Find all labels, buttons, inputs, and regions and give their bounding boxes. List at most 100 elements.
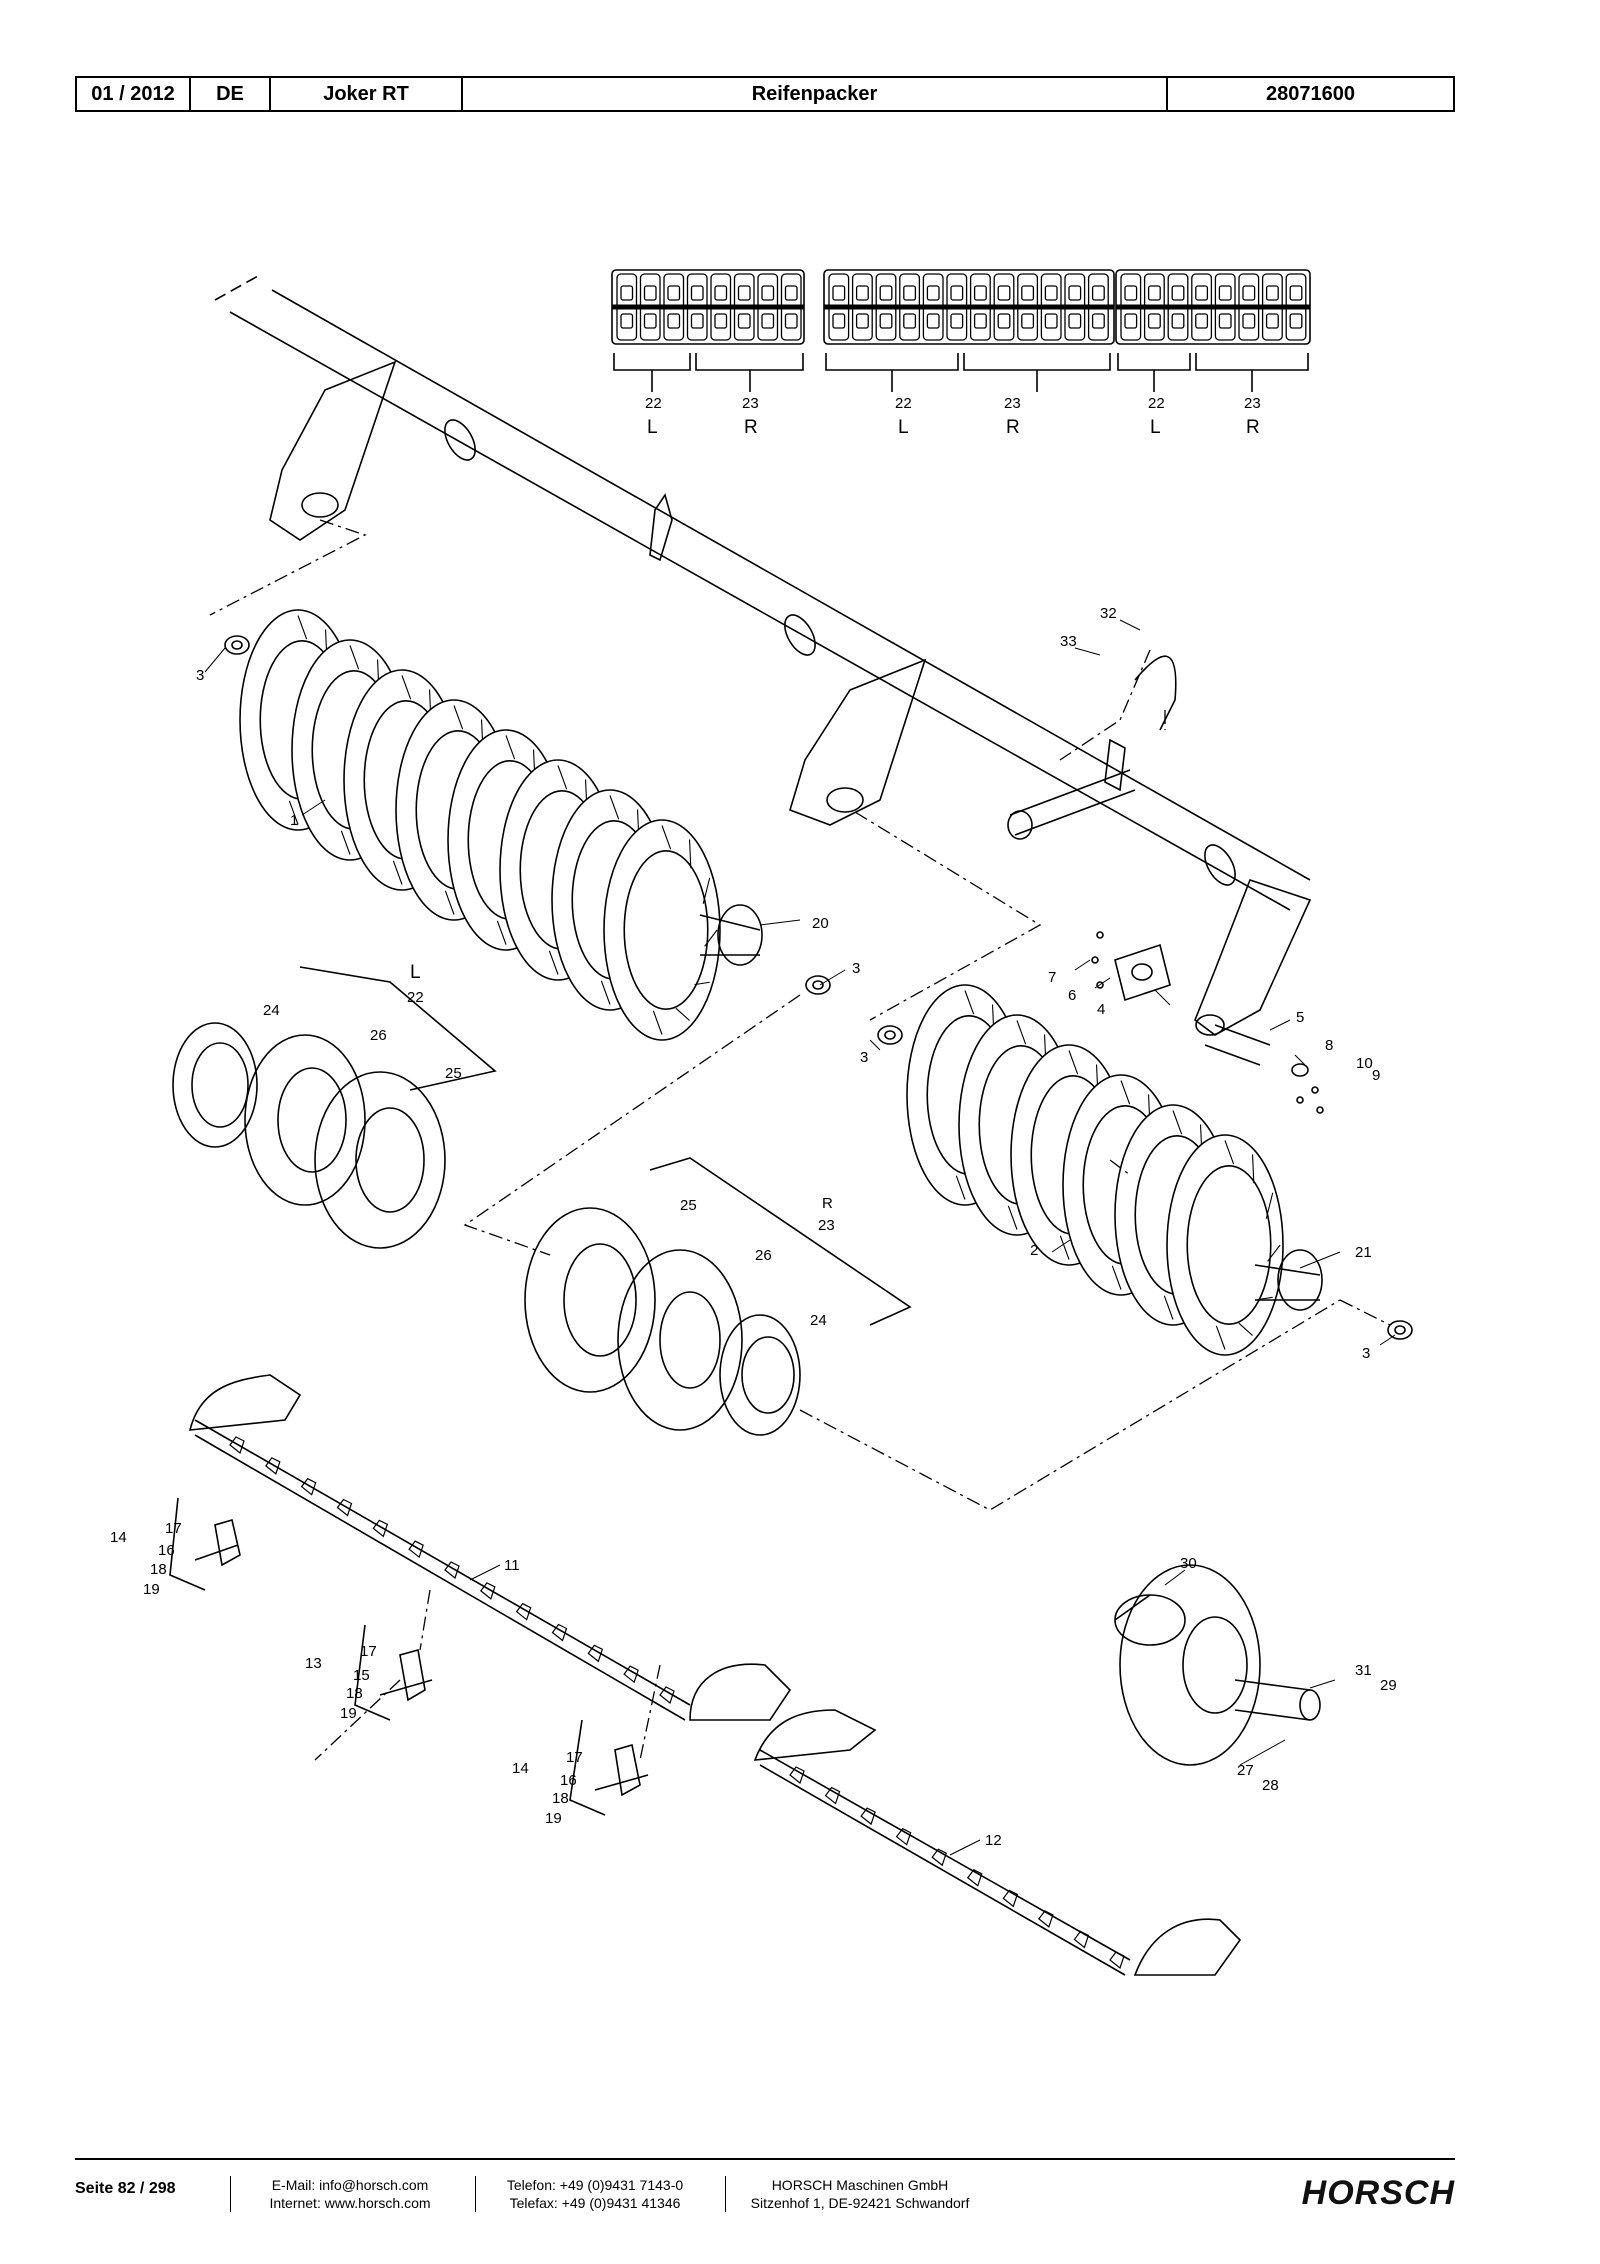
tire-tread: [1163, 1295, 1174, 1320]
footer-divider: [725, 2176, 726, 2212]
tire-tread: [1252, 1154, 1255, 1184]
overview-tire-rim: [620, 313, 634, 329]
callout-7: 7: [1048, 969, 1056, 986]
overview-tire-rim: [855, 285, 869, 301]
page-number: Seite 82 / 298: [75, 2180, 176, 2197]
callout-19: 19: [340, 1705, 357, 1722]
scraper-tine: [480, 1582, 496, 1600]
callout-1: 1: [290, 812, 298, 829]
overview-tire-rim: [973, 313, 987, 329]
scraper-tine: [229, 1436, 245, 1455]
main-frame-beam: [214, 275, 1312, 1036]
scraper-tine: [931, 1848, 947, 1867]
overview-tire-rim: [926, 285, 940, 301]
footer: Seite 82 / 298 E-Mail: info@horsch.com I…: [75, 2172, 1455, 2232]
tire-tread: [1265, 1192, 1274, 1219]
tire-pack-1: [239, 609, 721, 1041]
overview-tire-rim: [1068, 285, 1082, 301]
overview-tire: [1064, 273, 1086, 341]
overview-tire-rim: [1021, 285, 1035, 301]
overview-tire: [899, 273, 921, 341]
scraper-tine: [444, 1561, 460, 1580]
tire-tread: [675, 1007, 690, 1021]
overview-tire-rim: [620, 285, 634, 301]
tire-tread: [392, 860, 403, 885]
overview-tire: [1167, 273, 1189, 341]
callout-29: 29: [1380, 1677, 1397, 1694]
tire-tread: [401, 675, 412, 700]
overview-tire-rim: [832, 285, 846, 301]
tire-tread: [1172, 1110, 1183, 1135]
overview-tire-rim: [1265, 285, 1279, 301]
callout-17: 17: [566, 1749, 583, 1766]
tire-tread: [1224, 1140, 1235, 1165]
scraper-tine: [1038, 1910, 1054, 1928]
overview-tire: [616, 273, 638, 341]
tire-tread: [548, 950, 559, 975]
scraper-tine: [966, 1869, 983, 1887]
overview-label-L: L: [647, 417, 658, 438]
scraper-tine: [587, 1644, 604, 1663]
overview-label-23: 23: [1004, 395, 1021, 412]
overview-tire-rim: [1068, 313, 1082, 329]
callout-leaders: [204, 619, 1396, 1856]
tire-tread: [1111, 1265, 1122, 1290]
callout-18: 18: [552, 1790, 569, 1807]
scraper-tine: [551, 1623, 568, 1642]
header-title: Reifenpacker: [463, 78, 1168, 110]
overview-tire-rim: [1242, 285, 1256, 301]
overview-tire-rim: [1195, 285, 1209, 301]
callout-18: 18: [346, 1685, 363, 1702]
callout-3: 3: [1362, 1345, 1370, 1362]
callout-3: 3: [860, 1049, 868, 1066]
callout-18: 18: [150, 1561, 167, 1578]
overview-tire: [1214, 273, 1236, 341]
overview-tire: [993, 273, 1015, 341]
overview-label-R: R: [744, 417, 758, 438]
overview-tire: [639, 273, 661, 341]
callout-24: 24: [263, 1002, 280, 1019]
callout-24: 24: [810, 1312, 827, 1329]
tire-tread: [964, 990, 975, 1015]
callout-27: 27: [1237, 1762, 1254, 1779]
tire-tread: [496, 920, 507, 945]
callout-23-side: R: [822, 1195, 833, 1212]
callout-32: 32: [1100, 605, 1117, 622]
overview-tire-rim: [667, 313, 681, 329]
scraper-tine: [515, 1602, 532, 1621]
overview-tire-rim: [997, 313, 1011, 329]
overview-tire-rim: [879, 313, 893, 329]
overview-label-22: 22: [1148, 395, 1165, 412]
overview-label-22: 22: [645, 395, 662, 412]
overview-tire: [663, 273, 685, 341]
overview-label-23: 23: [1244, 395, 1261, 412]
callout-22: 22: [407, 989, 424, 1006]
overview-tire-rim: [784, 285, 798, 301]
overview-tire-rim: [784, 313, 798, 329]
packer-tire: [603, 819, 721, 1041]
bolts: [1204, 1024, 1324, 1114]
tire-tread: [694, 981, 710, 986]
tire-tread: [1016, 1020, 1027, 1045]
overview-tire-rim: [761, 313, 775, 329]
overview-tire: [1261, 273, 1283, 341]
overview-tire-rim: [737, 285, 751, 301]
scraper-tine: [895, 1827, 912, 1846]
tire-tread: [702, 877, 711, 904]
overview-label-L: L: [1150, 417, 1161, 438]
callout-20: 20: [812, 915, 829, 932]
callout-30: 30: [1180, 1555, 1197, 1572]
tire-tread: [1238, 1322, 1253, 1336]
tire-tread: [661, 825, 672, 850]
header-date: 01 / 2012: [77, 78, 191, 110]
overview-tire: [1087, 273, 1109, 341]
overview-tire-rim: [1218, 285, 1232, 301]
footer-contact-phone: Telefon: +49 (0)9431 7143-0 Telefax: +49…: [495, 2176, 695, 2212]
callout-33: 33: [1060, 633, 1077, 650]
bearing-ring: [224, 635, 1413, 1340]
overview-tire-rim: [1124, 313, 1138, 329]
overview-tire-rim: [832, 313, 846, 329]
tire-tread: [1007, 1205, 1018, 1230]
callout-23: 23: [818, 1217, 835, 1234]
